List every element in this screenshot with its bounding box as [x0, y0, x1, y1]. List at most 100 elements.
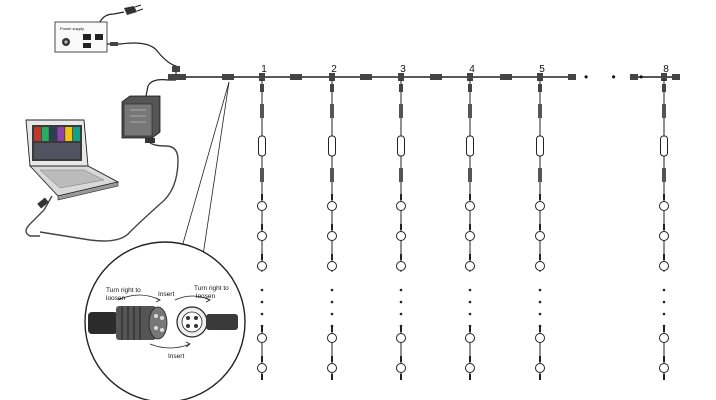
- strand-tee-connector: [661, 73, 667, 81]
- mains-cable: [99, 11, 125, 23]
- trunk-tee-connector: [168, 74, 186, 80]
- strand-number-label: 2: [331, 64, 337, 75]
- laptop: [25, 119, 120, 201]
- connector-icon: [399, 168, 403, 182]
- led-node-icon: [257, 231, 267, 241]
- led-node-icon: [465, 231, 475, 241]
- ellipsis-dot: [399, 288, 403, 292]
- led-node-icon: [659, 363, 669, 373]
- strand-number-label: 8: [663, 64, 669, 75]
- turn-right-label-right-1: Turn right to: [194, 285, 229, 292]
- strand-module: [258, 135, 266, 157]
- led-node-icon: [327, 363, 337, 373]
- screen-bar: [34, 127, 41, 141]
- strand-tee-connector: [259, 73, 265, 81]
- connector-icon: [468, 168, 472, 182]
- connector-icon: [538, 104, 542, 118]
- strand-number-label: 5: [539, 64, 545, 75]
- connector-icon: [399, 84, 403, 92]
- ellipsis-dot: [330, 324, 334, 328]
- ellipsis-dot: [399, 324, 403, 328]
- strand-number-label: 3: [400, 64, 406, 75]
- screen-bar: [41, 127, 49, 141]
- connector-icon: [672, 74, 680, 80]
- female-connector: [176, 306, 238, 338]
- connector-icon: [260, 168, 264, 182]
- led-node-icon: [396, 201, 406, 211]
- strand-module: [328, 135, 336, 157]
- ellipsis-dot: [399, 312, 403, 316]
- ellipsis-dot: [468, 324, 472, 328]
- led-node-icon: [465, 333, 475, 343]
- power-supply-label: Power supply: [60, 26, 84, 31]
- insert-label-bottom: Insert: [168, 353, 184, 360]
- led-strand: 5: [535, 64, 545, 380]
- turn-right-label-right-2: loosen: [196, 293, 216, 300]
- ellipsis-dot: [538, 300, 542, 304]
- connector-icon: [399, 104, 403, 118]
- ellipsis-dot: [662, 288, 666, 292]
- power-cable: [107, 42, 177, 74]
- led-strand: 8: [659, 64, 669, 380]
- connector-icon: [662, 84, 666, 92]
- connector-icon: [290, 74, 302, 80]
- pointer-line: [179, 81, 230, 255]
- turn-right-label-left-1: Turn right to: [106, 287, 141, 294]
- male-connector: [88, 306, 168, 340]
- pointer-line: [201, 81, 230, 263]
- led-node-icon: [535, 261, 545, 271]
- ellipsis-dot: [260, 324, 264, 328]
- led-node-icon: [257, 201, 267, 211]
- ellipsis-dot: [330, 288, 334, 292]
- led-strand: 4: [465, 64, 475, 380]
- led-node-icon: [465, 201, 475, 211]
- strand-tee-connector: [537, 73, 543, 81]
- strand-module: [397, 135, 405, 157]
- strand-tee-connector: [467, 73, 473, 81]
- led-node-icon: [257, 333, 267, 343]
- connector-icon: [330, 104, 334, 118]
- connector-icon: [662, 104, 666, 118]
- led-node-icon: [659, 333, 669, 343]
- screen-bar: [57, 127, 65, 141]
- insert-arrow-icon: [149, 343, 191, 349]
- controller-signal-cable: [145, 79, 176, 97]
- ellipsis-dot: [468, 288, 472, 292]
- ellipsis-dot: [468, 300, 472, 304]
- led-strand: 2: [327, 64, 337, 380]
- led-node-icon: [396, 231, 406, 241]
- ellipsis-dot: [399, 300, 403, 304]
- ellipsis-dot: [538, 312, 542, 316]
- led-node-icon: [327, 231, 337, 241]
- screen-bar: [49, 127, 57, 141]
- insert-label-top: Insert: [158, 291, 174, 298]
- trunk-ellipsis: • • •: [584, 70, 653, 84]
- connector-icon: [538, 84, 542, 92]
- ellipsis-dot: [538, 324, 542, 328]
- turn-right-label-left-2: loosen: [106, 295, 126, 302]
- led-node-icon: [465, 363, 475, 373]
- connector-icon: [538, 168, 542, 182]
- ellipsis-dot: [662, 300, 666, 304]
- connector-icon: [568, 74, 576, 80]
- connector-icon: [330, 168, 334, 182]
- connector-icon: [260, 84, 264, 92]
- ellipsis-dot: [330, 300, 334, 304]
- power-socket-icon: [95, 34, 103, 40]
- connector-icon: [662, 168, 666, 182]
- led-node-icon: [396, 261, 406, 271]
- ellipsis-dot: [260, 300, 264, 304]
- strand-tee-connector: [398, 73, 404, 81]
- screen-bar: [73, 127, 80, 141]
- led-node-icon: [659, 201, 669, 211]
- led-node-icon: [396, 333, 406, 343]
- led-node-icon: [659, 231, 669, 241]
- connector-detail-inset: Turn right to loosen Insert Turn right t…: [84, 81, 246, 400]
- connector-icon: [430, 74, 442, 80]
- usb-plug-icon: [37, 197, 49, 209]
- mains-plug-icon: [124, 6, 137, 15]
- connector-icon: [222, 74, 234, 80]
- strand-module: [660, 135, 668, 157]
